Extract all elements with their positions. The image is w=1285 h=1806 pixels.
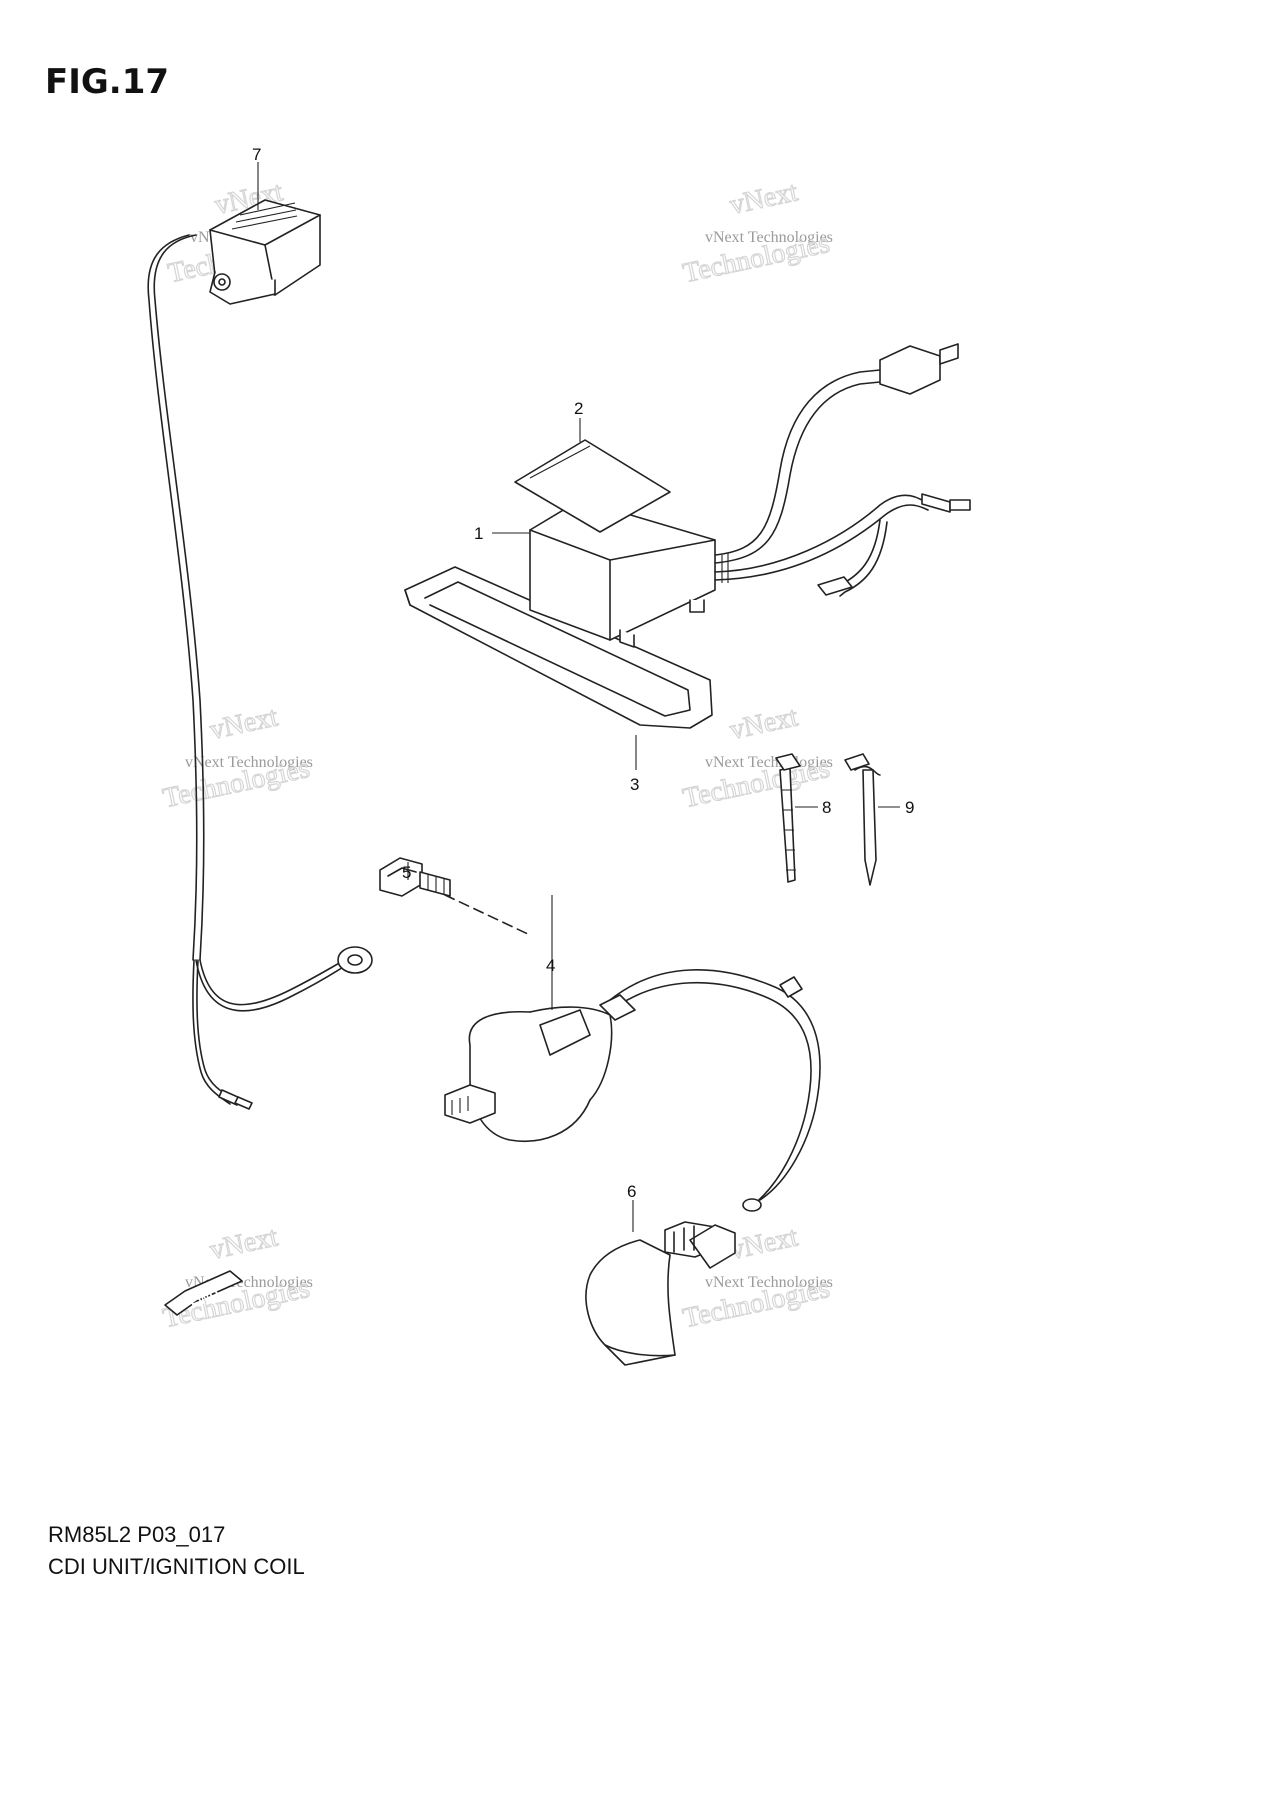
part-3-drawing bbox=[404, 566, 713, 729]
svg-text:vNext: vNext bbox=[207, 1221, 281, 1266]
part-labels: 7 2 1 3 5 4 6 8 9 bbox=[252, 145, 914, 1201]
part-8-drawing bbox=[775, 753, 801, 883]
svg-text:vNext Technologies: vNext Technologies bbox=[705, 754, 833, 771]
diagram-description: CDI UNIT/IGNITION COIL bbox=[48, 1554, 305, 1579]
part-2-drawing bbox=[514, 439, 671, 533]
watermark: vNext vNext Technologies Technologies bbox=[680, 176, 833, 290]
svg-text:vNext: vNext bbox=[727, 1221, 801, 1266]
part-9-drawing bbox=[844, 753, 881, 886]
part-5-drawing bbox=[379, 857, 451, 897]
part-label-7: 7 bbox=[252, 145, 261, 164]
part-label-8: 8 bbox=[822, 798, 831, 817]
part-label-5: 5 bbox=[402, 863, 411, 882]
svg-text:vNext Technologies: vNext Technologies bbox=[185, 754, 313, 771]
part-label-2: 2 bbox=[574, 399, 583, 418]
svg-text:vNext: vNext bbox=[207, 701, 281, 746]
watermark: vNext vNext Technologies Technologies bbox=[160, 701, 313, 815]
svg-text:vNext Technologies: vNext Technologies bbox=[705, 1274, 833, 1291]
part-1-drawing bbox=[529, 343, 971, 648]
part-label-1: 1 bbox=[474, 524, 483, 543]
coupler-connector bbox=[879, 345, 941, 395]
svg-text:vNext: vNext bbox=[727, 176, 801, 221]
diagram-code: RM85L2 P03_017 bbox=[48, 1522, 226, 1547]
part-label-4: 4 bbox=[546, 956, 555, 975]
part-7-drawing bbox=[147, 199, 373, 1110]
part-label-3: 3 bbox=[630, 775, 639, 794]
part-4-drawing bbox=[444, 894, 821, 1212]
svg-text:vNext Technologies: vNext Technologies bbox=[705, 229, 833, 246]
part-label-6: 6 bbox=[627, 1182, 636, 1201]
figure-title: FIG.17 bbox=[45, 62, 170, 102]
svg-text:vNext: vNext bbox=[727, 701, 801, 746]
callout-leaders bbox=[257, 162, 900, 1232]
part-label-9: 9 bbox=[905, 798, 914, 817]
watermark-group: vNext vNext Technologies Technologies vN… bbox=[160, 176, 833, 1335]
part-6-drawing bbox=[585, 1221, 736, 1366]
